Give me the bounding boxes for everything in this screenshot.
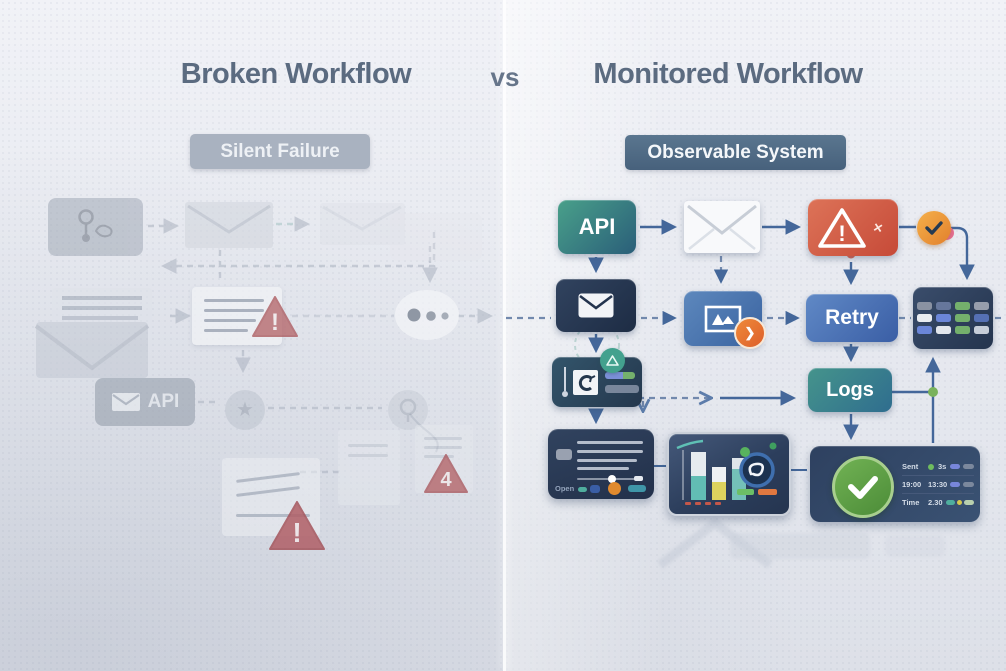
warning-triangle-icon: !	[269, 501, 325, 550]
logs-label: Logs	[826, 378, 874, 401]
envelope-icon	[578, 293, 614, 318]
api-node-ghost: API	[95, 378, 195, 426]
slider-knob[interactable]	[608, 475, 616, 483]
api-node[interactable]: API	[558, 200, 636, 254]
image-icon	[704, 305, 742, 332]
refresh-node[interactable]	[552, 357, 642, 407]
success-check-badge	[832, 456, 894, 518]
svg-text:!: !	[292, 517, 301, 548]
junction-dot	[928, 387, 938, 397]
check-icon	[848, 476, 878, 499]
mini-icon	[578, 487, 587, 492]
alert-node[interactable]: ! ✕	[808, 199, 898, 256]
watermark-chevron	[657, 517, 945, 569]
envelope-icon	[111, 393, 140, 411]
inbox-node[interactable]	[556, 279, 636, 332]
ghost-doc-1	[338, 430, 400, 505]
retry-label: Retry	[825, 306, 879, 329]
mini-bar-chart	[676, 439, 777, 505]
title-monitored-workflow: Monitored Workflow	[593, 58, 863, 90]
refresh-node-bars	[605, 371, 639, 393]
open-label[interactable]: Open	[555, 484, 575, 493]
envelope-icon	[322, 205, 402, 231]
success-panel[interactable]: Sent 3s 19:00 13:30 Time 2.30	[810, 446, 980, 522]
observable-system-badge: Observable System	[625, 135, 846, 170]
transform-node[interactable]: ❯	[684, 291, 766, 349]
open-envelope-ghost	[30, 282, 162, 382]
warning-triangle-icon: !	[818, 207, 866, 248]
pin-icon	[388, 390, 428, 430]
monitor-panel[interactable]: Open	[548, 429, 654, 499]
svg-text:!: !	[838, 221, 845, 246]
x-icon: ✕	[871, 219, 885, 236]
warning-count-triangle: 4	[424, 454, 468, 493]
status-dot	[957, 500, 962, 505]
warning-triangle-icon: !	[252, 296, 298, 337]
divider-glow	[506, 0, 666, 671]
panel-divider	[503, 0, 506, 671]
envelope-icon	[687, 204, 757, 250]
logs-node[interactable]: Logs	[808, 368, 892, 412]
api-label-ghost: API	[147, 391, 180, 412]
chevron-right-badge: ❯	[734, 317, 766, 349]
title-broken-workflow: Broken Workflow	[180, 58, 412, 90]
record-dot	[608, 482, 621, 495]
ghost-rect	[390, 213, 482, 261]
trigger-node-ghost	[48, 198, 143, 256]
retry-node[interactable]: Retry	[806, 294, 898, 342]
pin-line-icon	[562, 367, 568, 397]
status-row: Sent 3s	[902, 458, 974, 476]
envelope-ghost-1	[185, 202, 273, 248]
title-vs: vs	[490, 62, 520, 92]
check-icon	[925, 221, 943, 235]
api-label: API	[578, 214, 616, 239]
alert-triangle-badge	[600, 348, 625, 373]
status-grid-node[interactable]	[913, 287, 993, 349]
silent-failure-badge: Silent Failure	[190, 134, 370, 169]
action-pill	[628, 485, 646, 492]
open-envelope-icon	[34, 288, 152, 378]
thumb-pill	[556, 449, 572, 460]
email-node[interactable]	[684, 201, 760, 253]
ellipsis-icon	[407, 308, 449, 322]
status-row: 19:00 13:30	[902, 476, 974, 494]
status-row: Time 2.30	[902, 494, 974, 511]
svg-text:!: !	[271, 309, 279, 336]
chart-panel[interactable]	[667, 432, 791, 516]
star-icon: ★	[225, 390, 265, 430]
mini-icon	[590, 485, 600, 493]
svg-text:4: 4	[440, 469, 452, 491]
status-dot	[928, 464, 934, 470]
trigger-icon	[78, 209, 113, 242]
envelope-icon	[187, 204, 271, 234]
refresh-icon	[573, 369, 598, 395]
status-rows: Sent 3s 19:00 13:30 Time 2.30	[902, 458, 974, 511]
slider-end	[634, 476, 643, 481]
check-badge	[917, 211, 951, 245]
status-grid-cells	[917, 302, 989, 334]
